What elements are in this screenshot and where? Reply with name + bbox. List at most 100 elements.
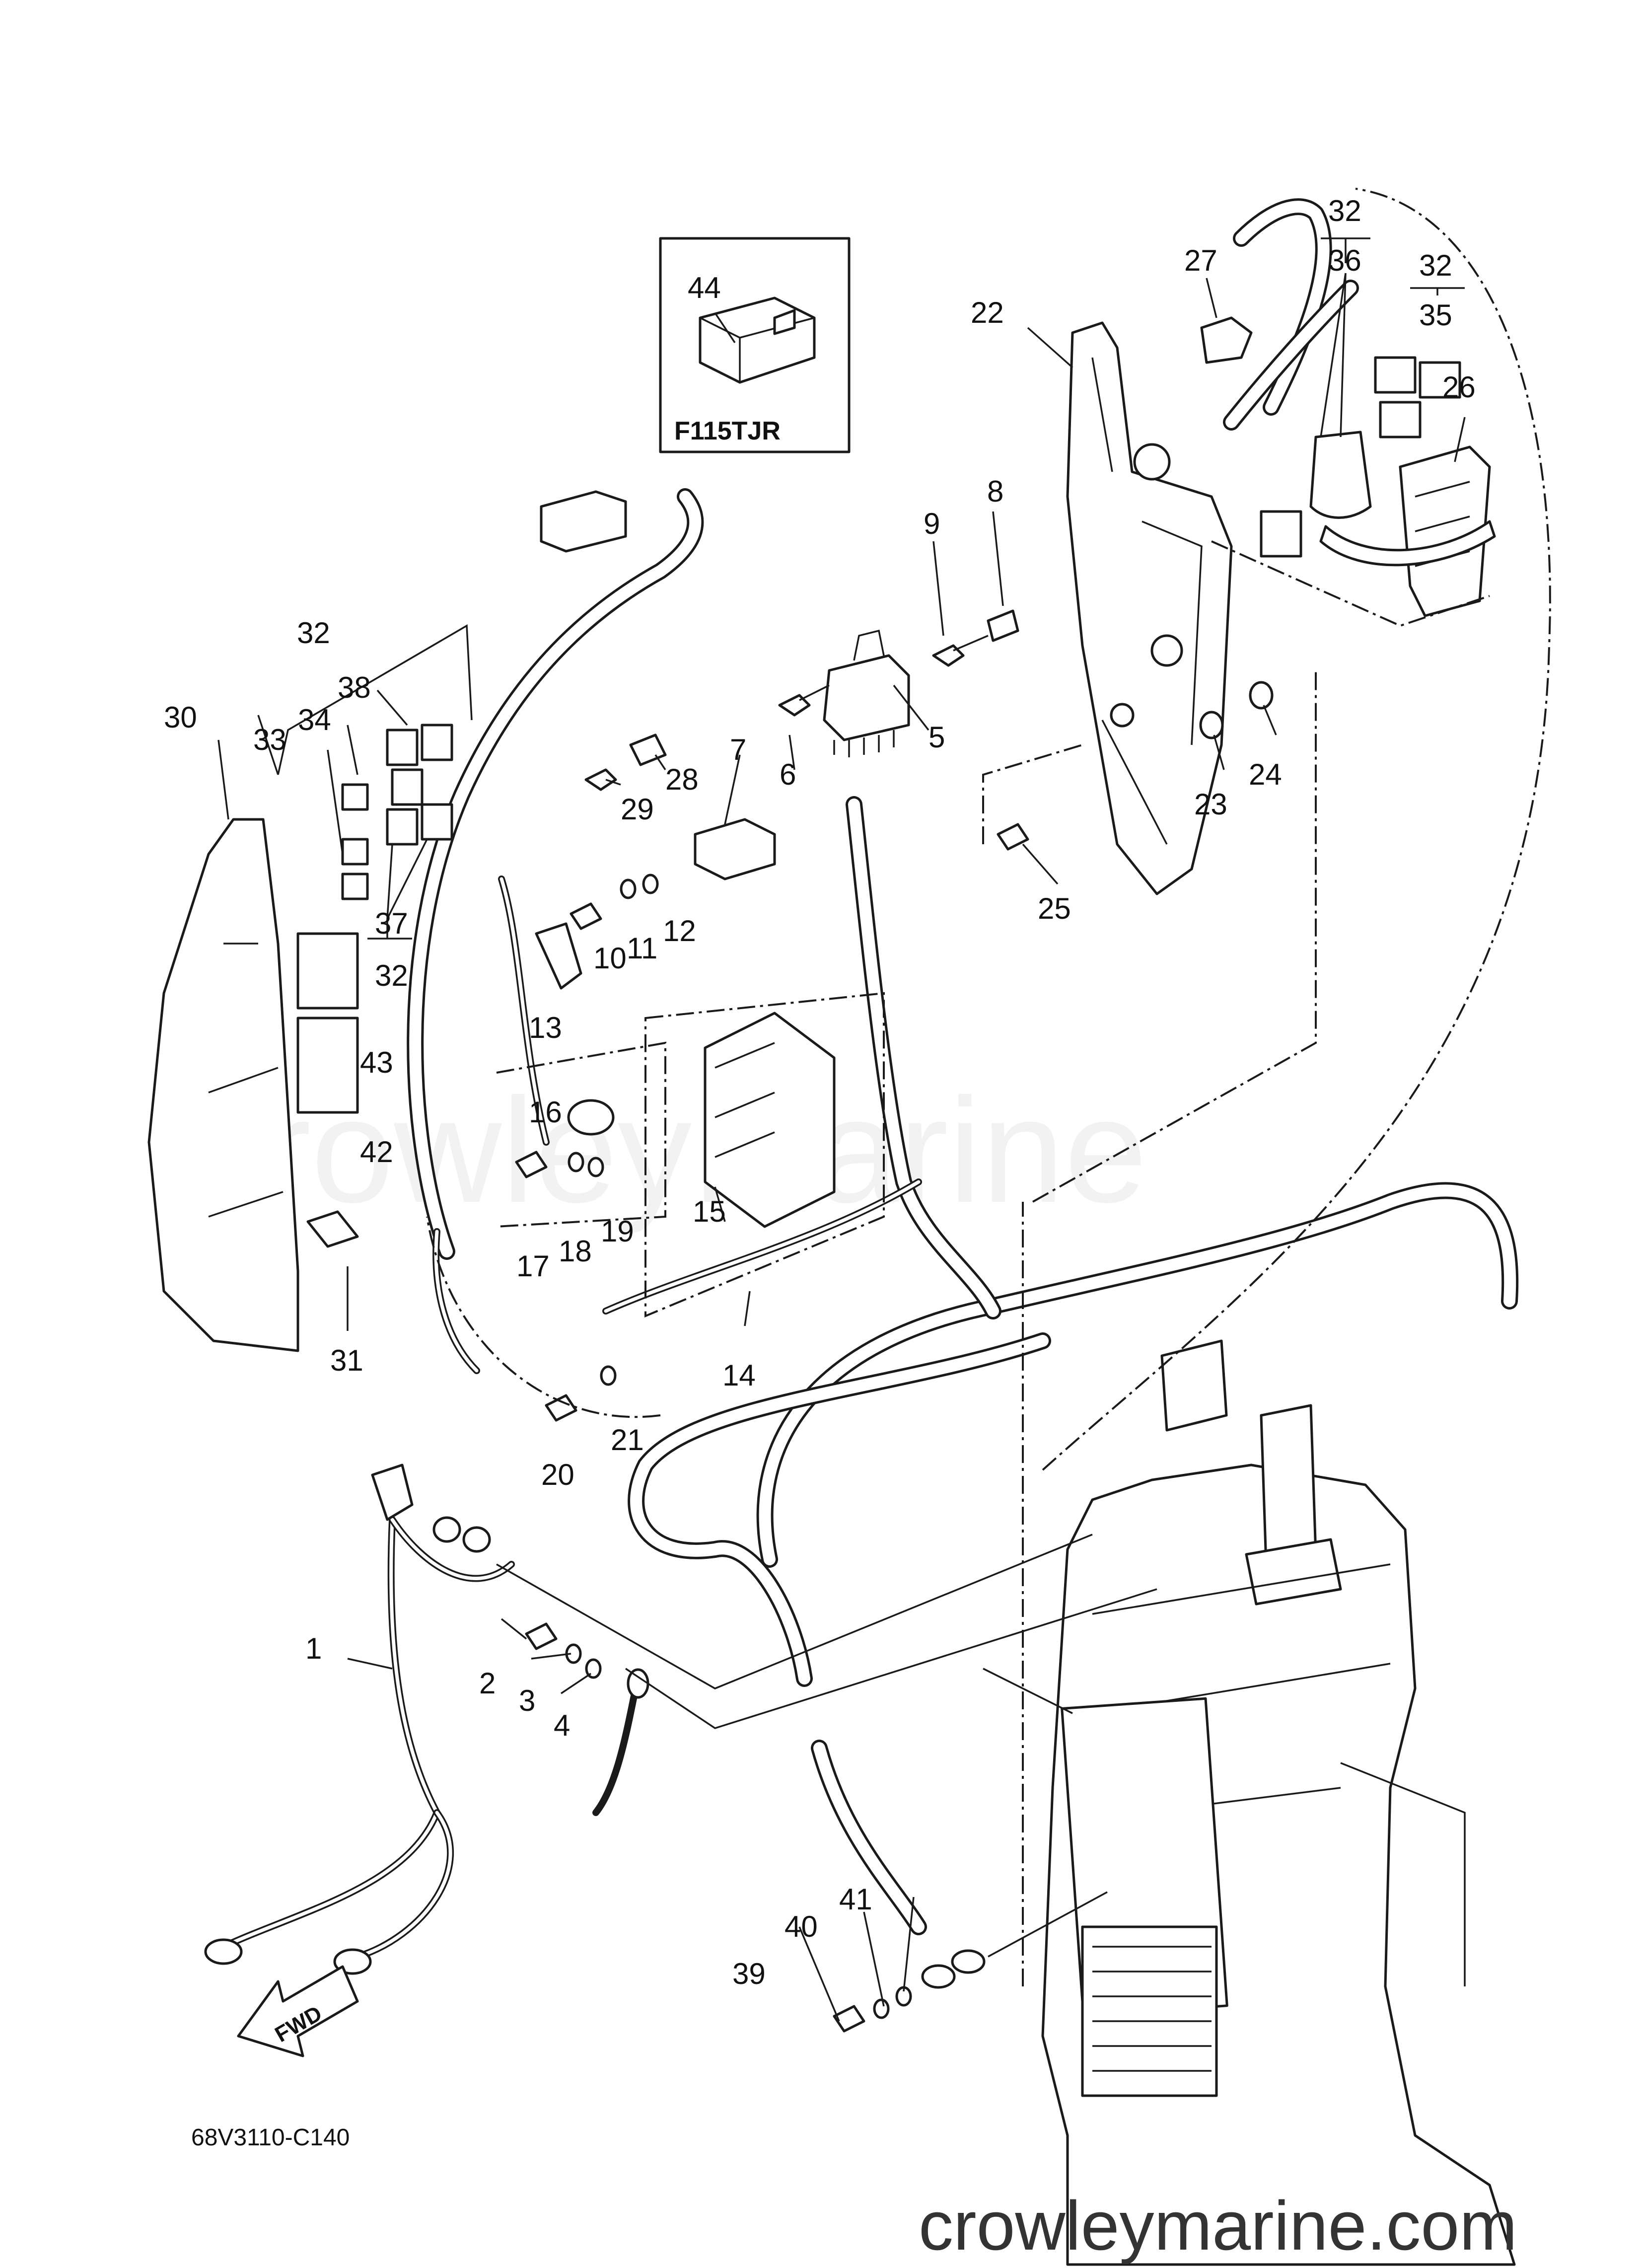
callout-10: 10: [593, 942, 627, 975]
callout-6: 6: [780, 758, 796, 791]
callout-14: 14: [722, 1359, 756, 1392]
callout-12: 12: [663, 914, 696, 948]
label-42-part: [296, 1017, 359, 1114]
washer-11-part: [620, 878, 637, 899]
callout-35: 35: [1419, 298, 1452, 332]
battery-cable-part: [204, 1463, 649, 1975]
inset-variant-box: F115TJR: [659, 237, 851, 453]
relay-33-part: [341, 838, 369, 900]
cap-13-part: [535, 922, 582, 990]
washer-21-part: [600, 1365, 617, 1386]
clamp-28-part: [629, 733, 667, 766]
cover-30-part: [147, 818, 299, 1352]
callout-5: 5: [928, 721, 945, 754]
callout-labels: 44 22 27 32 36 32 35 26 8 9 5 6 7 28 29 …: [164, 194, 1476, 1990]
callout-39: 39: [732, 1957, 766, 1990]
bolt-2-part: [525, 1622, 558, 1650]
group-boxes: [426, 188, 1551, 1986]
screw-29-part: [584, 768, 617, 791]
callout-3: 3: [519, 1684, 535, 1717]
callout-7: 7: [730, 733, 746, 766]
trim-relay-15-part: [704, 1012, 836, 1228]
callout-8: 8: [987, 475, 1003, 508]
callout-25: 25: [1038, 892, 1071, 925]
bolt-39-part: [833, 2005, 865, 2033]
connector-set-36-part: [1260, 431, 1372, 558]
callout-21: 21: [611, 1423, 644, 1457]
fuse-holder-16-part: [567, 1099, 615, 1136]
washer-19-part: [587, 1157, 604, 1177]
callout-28: 28: [665, 763, 699, 796]
leader-lines: [217, 237, 1466, 2022]
callout-1: 1: [305, 1632, 322, 1665]
callout-31: 31: [330, 1344, 363, 1377]
callout-42: 42: [360, 1135, 393, 1169]
washer-12-part: [642, 874, 659, 894]
callout-15: 15: [693, 1195, 726, 1228]
callout-11: 11: [627, 932, 657, 965]
callout-23: 23: [1194, 788, 1227, 821]
bolt-10-part: [570, 902, 602, 930]
callout-37: 37: [375, 907, 408, 940]
ring-terminals-part: [921, 1949, 986, 1989]
callout-19: 19: [601, 1215, 634, 1248]
main-wire-harness-part: [407, 198, 1519, 1935]
connector-7-part: [694, 818, 776, 880]
engine-powerhead-part: [1041, 1339, 1516, 2266]
callout-26: 26: [1442, 370, 1476, 404]
connector-set-35-part: [1374, 356, 1461, 439]
nut-set-part: [432, 1516, 491, 1553]
connector-44-part: [699, 296, 816, 384]
connector-holder-26-part: [1319, 445, 1496, 617]
bracket-8-part: [987, 609, 1019, 642]
callout-32b: 32: [1419, 249, 1452, 282]
bolt-25-part: [997, 823, 1029, 851]
callout-24: 24: [1249, 758, 1282, 791]
connector-top-part: [540, 490, 627, 553]
callout-40: 40: [785, 1910, 818, 1943]
relay-38-part: [386, 724, 453, 806]
callout-32c: 32: [297, 616, 330, 650]
callout-36: 36: [1328, 244, 1361, 277]
washer-4-part: [585, 1658, 602, 1679]
callout-4: 4: [554, 1709, 570, 1742]
relay-37-part: [386, 803, 453, 846]
screw-9-part: [932, 635, 989, 667]
callout-27: 27: [1184, 244, 1217, 277]
callout-13: 13: [529, 1011, 562, 1044]
callout-16: 16: [529, 1096, 562, 1129]
callout-22: 22: [971, 296, 1004, 329]
holder-31-part: [306, 1210, 359, 1248]
callout-9: 9: [924, 507, 940, 540]
washer-40-part: [873, 1998, 890, 2019]
washer-18-part: [568, 1152, 584, 1172]
callout-32a: 32: [1328, 194, 1361, 227]
drawing-code: 68V3110-C140: [191, 2124, 350, 2151]
fwd-direction-arrow: FWD: [237, 1965, 359, 2057]
bolt-17-part: [515, 1151, 548, 1178]
callout-44: 44: [688, 271, 721, 304]
inset-variant-label: F115TJR: [674, 417, 781, 445]
screw-6-part: [778, 684, 830, 717]
bolt-20-part: [545, 1394, 577, 1422]
callout-33: 33: [253, 723, 286, 756]
callout-20: 20: [541, 1458, 574, 1491]
callout-2: 2: [479, 1667, 496, 1700]
callout-43: 43: [360, 1046, 393, 1079]
relay-34-part: [341, 783, 369, 811]
callout-17: 17: [516, 1249, 550, 1283]
holder-27-part: [1200, 316, 1253, 364]
callout-34: 34: [298, 703, 331, 736]
callout-41: 41: [839, 1883, 872, 1916]
label-43-part: [296, 932, 359, 1010]
grommet-23-part: [1199, 711, 1224, 739]
callout-32d: 32: [375, 959, 408, 992]
collar-24-part: [1249, 681, 1274, 710]
electrical-bracket-part: [1066, 321, 1233, 895]
callout-30: 30: [164, 701, 197, 734]
relay-5-part: [823, 629, 910, 757]
callout-38: 38: [338, 671, 371, 704]
footer-site-name: crowleymarine.com: [919, 2187, 1517, 2265]
callout-29: 29: [621, 793, 654, 826]
callout-18: 18: [559, 1235, 592, 1268]
